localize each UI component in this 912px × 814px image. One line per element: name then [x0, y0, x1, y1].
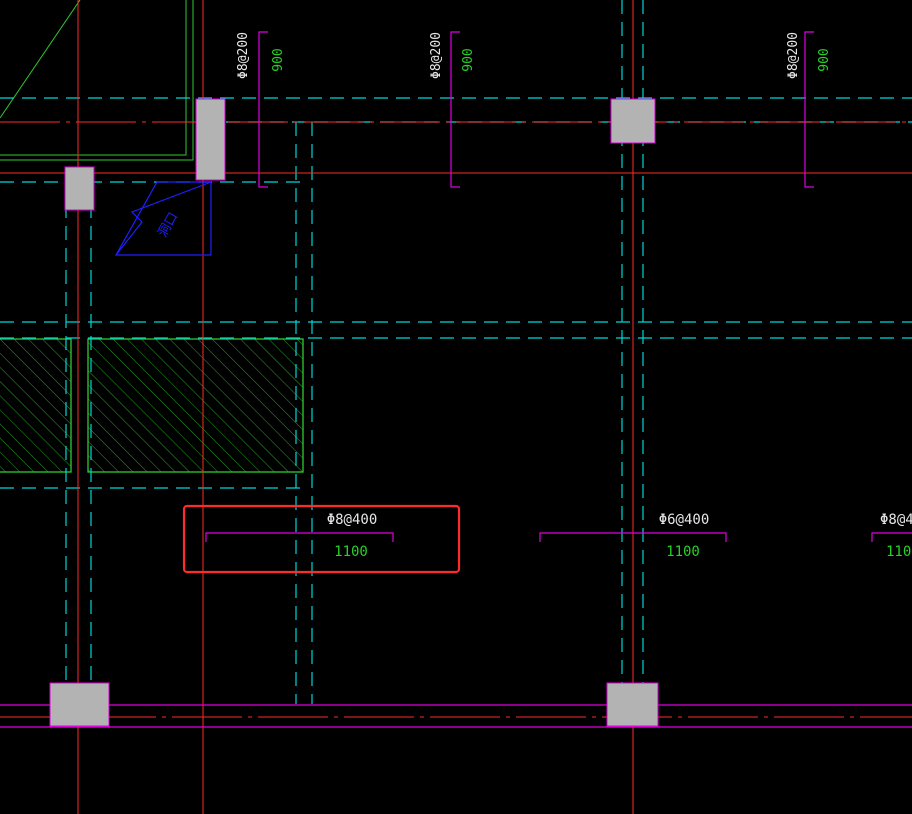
column[interactable]	[195, 98, 226, 181]
top-rebar-length: 900	[271, 48, 286, 71]
top-rebar-spec: Φ8@200	[786, 32, 801, 79]
opening-arrow-line	[115, 181, 212, 256]
top-rebar-length: 900	[817, 48, 832, 71]
hatched-area-main	[87, 338, 304, 473]
bottom-rebar-spec: Φ8@4	[880, 512, 912, 528]
hatched-area-left	[0, 338, 72, 473]
top-rebar-spec: Φ8@200	[429, 32, 444, 79]
bottom-rebar-3[interactable]: Φ8@4 1100	[871, 512, 912, 560]
bottom-rebar-1[interactable]: Φ8@400 1100	[205, 512, 394, 560]
bottom-rebar-spec: Φ6@400	[659, 512, 710, 528]
bottom-rebar-bracket	[871, 532, 912, 542]
bottom-rebar-2[interactable]: Φ6@400 1100	[539, 512, 727, 560]
green-boundary-line	[0, 0, 187, 156]
green-boundary-line-inner	[0, 0, 194, 161]
highlight-box	[182, 504, 461, 574]
bottom-rebar-bracket	[539, 532, 727, 542]
columns	[49, 98, 659, 727]
top-rebar-spec: Φ8@200	[236, 32, 251, 79]
top-rebar-bracket	[450, 31, 460, 188]
column[interactable]	[49, 682, 110, 727]
bottom-rebar-spec: Φ8@400	[327, 512, 378, 528]
column[interactable]	[64, 166, 95, 211]
bottom-beam-lines	[0, 704, 912, 728]
top-rebar-bracket	[258, 31, 268, 188]
bottom-rebar-length: 1100	[666, 544, 700, 560]
bottom-rebar-annotations: Φ8@400 1100 Φ6@400 1100 Φ8@4 1100	[205, 512, 912, 560]
column[interactable]	[610, 98, 656, 144]
hatched-areas	[0, 338, 304, 473]
top-rebar-3[interactable]: Φ8@200 900	[786, 31, 832, 188]
top-rebar-bracket	[804, 31, 814, 188]
top-rebar-1[interactable]: Φ8@200 900	[236, 31, 286, 188]
top-rebar-2[interactable]: Φ8@200 900	[429, 31, 476, 188]
top-rebar-annotations: Φ8@200 900 Φ8@200 900 Φ8@200 900	[236, 31, 832, 188]
bottom-rebar-bracket	[205, 532, 394, 542]
column[interactable]	[606, 682, 659, 727]
bottom-rebar-length: 1100	[334, 544, 368, 560]
top-rebar-length: 900	[461, 48, 476, 71]
bottom-rebar-length: 1100	[886, 544, 912, 560]
